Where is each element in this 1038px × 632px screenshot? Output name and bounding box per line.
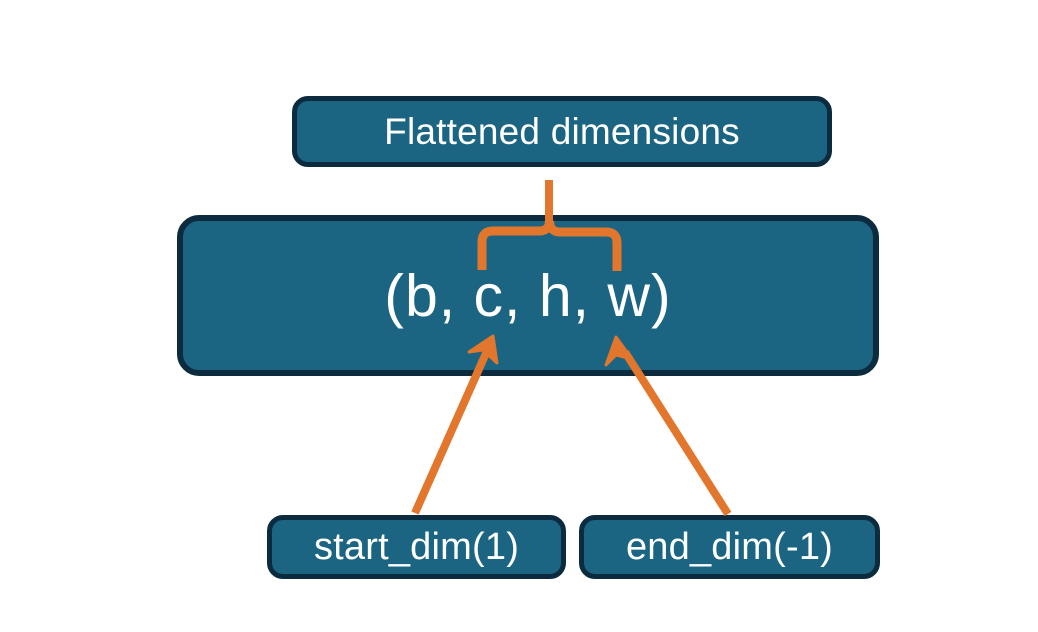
node-start-dim-label: start_dim(1): [313, 525, 520, 568]
node-end-dim[interactable]: end_dim(-1): [579, 515, 880, 579]
node-start-dim[interactable]: start_dim(1): [267, 515, 566, 579]
node-flattened-dimensions-label: Flattened dimensions: [384, 110, 740, 152]
node-tensor-shape[interactable]: (b, c, h, w): [177, 215, 879, 376]
node-flattened-dimensions[interactable]: Flattened dimensions: [292, 96, 832, 167]
node-end-dim-label: end_dim(-1): [625, 525, 834, 568]
node-tensor-shape-label: (b, c, h, w): [384, 262, 672, 329]
